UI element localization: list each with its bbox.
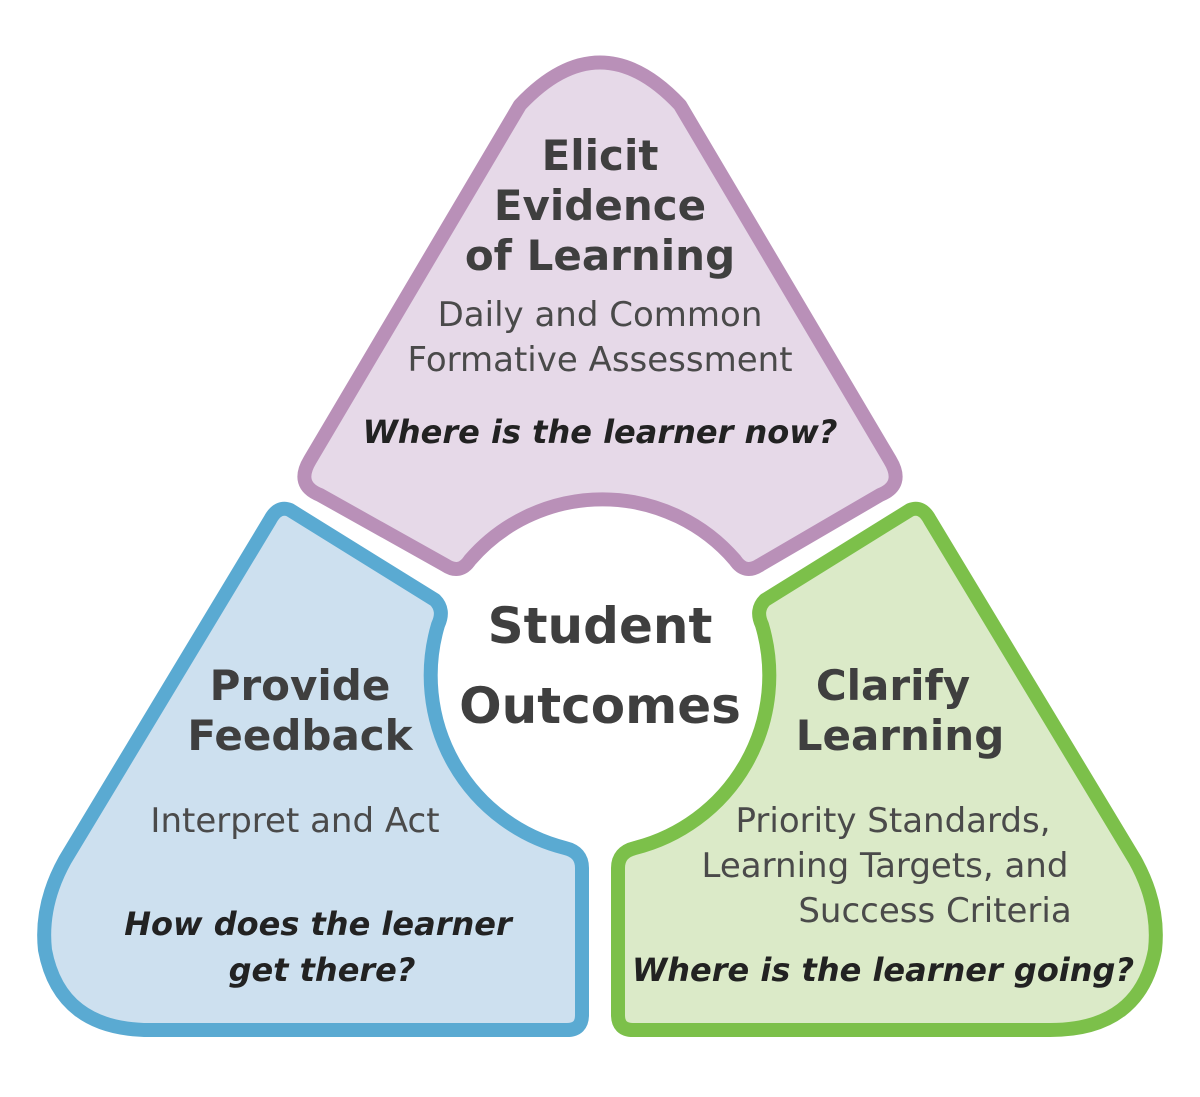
- feedback-subtitle: Interpret and Act: [150, 801, 439, 841]
- feedback-question-line-1: How does the learner: [124, 905, 514, 943]
- elicit-title-line-2: Evidence: [494, 181, 706, 230]
- feedback-question-line-2: get there?: [229, 951, 416, 989]
- elicit-title-line-3: of Learning: [465, 231, 735, 280]
- clarify-title-line-1: Clarify: [816, 661, 970, 710]
- clarify-question: Where is the learner going?: [632, 951, 1134, 989]
- center-title-line-2: Outcomes: [459, 677, 741, 735]
- feedback-title-line-1: Provide: [210, 661, 391, 710]
- elicit-subtitle-line-2: Formative Assessment: [407, 340, 792, 380]
- elicit-title-line-1: Elicit: [542, 131, 659, 180]
- elicit-evidence-segment: [297, 55, 903, 576]
- clarify-subtitle-line-1: Priority Standards,: [735, 801, 1050, 841]
- clarify-title-line-2: Learning: [796, 711, 1005, 760]
- center-title-line-1: Student: [488, 597, 713, 655]
- clarify-learning-segment: [611, 501, 1163, 1037]
- clarify-subtitle-line-3: Success Criteria: [798, 891, 1071, 931]
- elicit-subtitle-line-1: Daily and Common: [438, 295, 763, 335]
- feedback-title-line-2: Feedback: [187, 711, 413, 760]
- elicit-question: Where is the learner now?: [363, 413, 838, 451]
- provide-feedback-segment: [37, 501, 589, 1037]
- clarify-subtitle-line-2: Learning Targets, and: [702, 846, 1069, 886]
